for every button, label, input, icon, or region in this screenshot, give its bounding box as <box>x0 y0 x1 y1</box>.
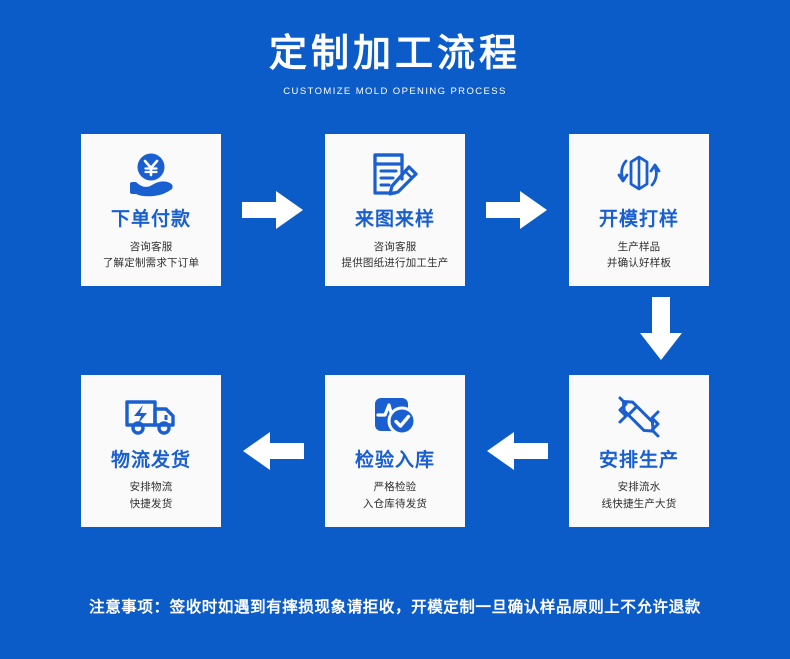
step-title-6: 物流发货 <box>110 449 191 471</box>
footer: 注意事项：签收时如遇到有摔损现象请拒收，开模定制一旦确认样品原则上不允许退款 <box>0 595 790 617</box>
flow-row-bottom: 物流发货 安排物流 快捷发货 检验入库 <box>0 368 790 533</box>
step-desc-line-1: 咨询客服 <box>373 240 417 253</box>
hand-holding-yuan-icon <box>122 150 180 202</box>
footer-note: 注意事项：签收时如遇到有摔损现象请拒收，开模定制一旦确认样品原则上不允许退款 <box>89 599 701 616</box>
document-pencil-icon <box>369 150 421 202</box>
step-card-1[interactable]: 下单付款 咨询客服 了解定制需求下订单 <box>81 134 221 286</box>
flow-row-top: 下单付款 咨询客服 了解定制需求下订单 <box>0 130 790 290</box>
step-desc-line-1: 生产样品 <box>617 240 661 253</box>
step-desc-line-1: 严格检验 <box>373 481 417 494</box>
step-desc-3: 生产样品 并确认好样板 <box>607 239 671 272</box>
step-desc-line-2: 提供图纸进行加工生产 <box>341 257 449 270</box>
arrow-step5-to-step6 <box>221 430 325 472</box>
arrow-step2-to-step3 <box>465 189 569 231</box>
step-title-1: 下单付款 <box>110 209 191 230</box>
step-desc-6: 安排物流 快捷发货 <box>130 479 173 512</box>
page-title: 定制加工流程 <box>268 33 521 75</box>
step-desc-4: 安排流水 线快捷生产大货 <box>602 479 677 512</box>
delivery-truck-icon <box>122 391 180 443</box>
arrow-step3-to-step4 <box>0 290 790 368</box>
step-desc-line-1: 安排物流 <box>129 481 173 494</box>
step-desc-line-2: 了解定制需求下订单 <box>102 257 200 270</box>
step-desc-line-1: 安排流水 <box>617 481 661 494</box>
step-desc-line-2: 线快捷生产大货 <box>601 497 677 510</box>
step-desc-line-2: 入仓库待发货 <box>362 497 428 510</box>
page-subtitle: CUSTOMIZE MOLD OPENING PROCESS <box>283 85 507 97</box>
step-desc-line-2: 并确认好样板 <box>606 257 672 270</box>
step-desc-line-2: 快捷发货 <box>129 497 173 510</box>
box-refresh-icon <box>612 150 666 202</box>
process-flow: 下单付款 咨询客服 了解定制需求下订单 <box>0 130 790 533</box>
step-desc-5: 严格检验 入仓库待发货 <box>363 479 427 512</box>
step-desc-line-1: 咨询客服 <box>129 240 173 253</box>
arrow-step1-to-step2 <box>221 189 325 231</box>
step-title-3: 开模打样 <box>598 209 679 230</box>
step-title-4: 安排生产 <box>598 449 679 471</box>
step-desc-1: 咨询客服 了解定制需求下订单 <box>103 239 199 272</box>
inspection-check-icon <box>369 391 421 443</box>
pencil-wrench-icon <box>612 391 666 443</box>
page-header: 定制加工流程 CUSTOMIZE MOLD OPENING PROCESS <box>0 0 790 97</box>
step-title-5: 检验入库 <box>354 449 435 471</box>
step-card-4[interactable]: 安排生产 安排流水 线快捷生产大货 <box>569 374 709 527</box>
step-card-2[interactable]: 来图来样 咨询客服 提供图纸进行加工生产 <box>325 134 465 286</box>
arrow-step4-to-step5 <box>465 430 569 472</box>
step-desc-2: 咨询客服 提供图纸进行加工生产 <box>342 239 449 272</box>
step-title-2: 来图来样 <box>354 209 435 230</box>
step-card-5[interactable]: 检验入库 严格检验 入仓库待发货 <box>325 374 465 527</box>
step-card-6[interactable]: 物流发货 安排物流 快捷发货 <box>81 374 221 527</box>
step-card-3[interactable]: 开模打样 生产样品 并确认好样板 <box>569 134 709 286</box>
